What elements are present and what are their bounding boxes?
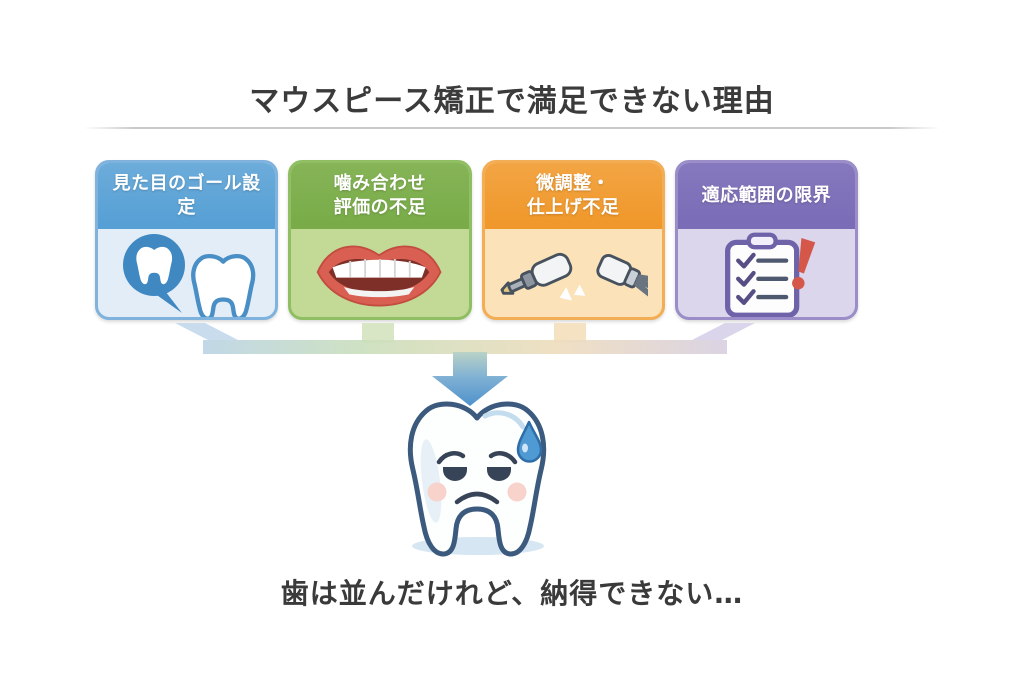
card-finishing-adjustment-label: 微調整・ 仕上げ不足: [484, 163, 662, 229]
right-eye: [487, 467, 511, 481]
checklist-warning-icon: [725, 232, 816, 317]
card-bite-evaluation: 噛み合わせ 評価の不足: [288, 160, 472, 320]
left-eye: [443, 467, 467, 481]
frown-mouth: [454, 491, 500, 505]
left-eyebrow: [436, 451, 466, 465]
stub-card3: [554, 323, 586, 343]
card-applicable-range-limit: 適応範囲の限界: [674, 160, 858, 320]
sad-tooth-character: [407, 401, 547, 557]
stub-card2: [362, 323, 394, 343]
card-applicable-range-limit-label: 適応範囲の限界: [677, 163, 855, 229]
card-finishing-adjustment: 微調整・ 仕上げ不足: [481, 160, 665, 320]
conclusion-caption: 歯は並んだけれど、納得できない…: [280, 577, 744, 610]
right-eyebrow: [488, 451, 518, 465]
card-appearance-goal: 見た目のゴール設定: [95, 160, 279, 320]
tooth-shine: [482, 410, 526, 430]
converging-arrow: [175, 323, 755, 406]
tooth-magnifier-icon: [122, 234, 255, 317]
down-arrow: [432, 352, 508, 406]
dental-tools-icon: [500, 252, 649, 305]
page-title: マウスピース矯正で満足できない理由: [249, 84, 775, 119]
left-blush: [427, 482, 447, 502]
right-blush: [507, 482, 527, 502]
card-appearance-goal-label: 見た目のゴール設定: [98, 163, 276, 229]
card-bite-evaluation-label: 噛み合わせ 評価の不足: [291, 163, 469, 229]
mouth-teeth-icon: [316, 245, 442, 307]
reason-cards-row: 見た目のゴール設定 噛み合わせ 評価の不足: [95, 160, 858, 320]
title-divider: [84, 127, 940, 129]
sweat-drop: [516, 420, 543, 463]
